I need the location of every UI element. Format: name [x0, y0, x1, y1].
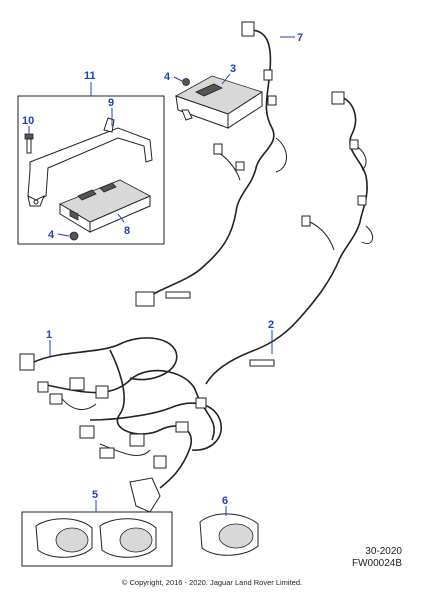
connector-7-bottom	[135, 291, 155, 307]
connector-7-top	[241, 21, 255, 37]
callout-1: 1	[46, 329, 52, 341]
callout-4-lower: 4	[48, 229, 55, 241]
bracket-part-9	[27, 117, 153, 207]
bolt-part-10	[24, 133, 34, 154]
callout-3: 3	[230, 63, 236, 75]
harness-part-2	[205, 91, 374, 385]
callout-5: 5	[92, 489, 98, 501]
copyright-notice: © Copyright, 2016 - 2020. Jaguar Land Ro…	[121, 578, 303, 587]
connector-1-a	[19, 353, 35, 371]
cap-pair-part-5	[21, 511, 173, 567]
callout-8: 8	[124, 225, 130, 237]
module-part-8	[59, 179, 151, 233]
control-unit-part-3	[175, 75, 263, 129]
connector-1-round	[129, 477, 161, 513]
harness-part-1	[19, 337, 223, 513]
callout-6: 6	[222, 495, 228, 507]
bracket-assembly-group	[17, 82, 165, 245]
nut-part-4-lower	[69, 231, 79, 241]
connector-2-top	[331, 91, 345, 105]
callout-4-upper: 4	[164, 71, 171, 83]
nut-part-4-upper	[182, 78, 190, 86]
diagram-reference: FW00024B	[351, 558, 402, 569]
callout-2: 2	[268, 319, 274, 331]
group-5-frame	[21, 511, 173, 567]
harness-part-7	[135, 21, 287, 307]
callout-9: 9	[108, 97, 114, 109]
callout-7: 7	[297, 32, 303, 44]
diagram-group-code: 30-2020	[365, 546, 402, 557]
cap-part-6	[199, 513, 259, 556]
callout-10: 10	[22, 115, 34, 127]
callout-11: 11	[84, 70, 96, 82]
